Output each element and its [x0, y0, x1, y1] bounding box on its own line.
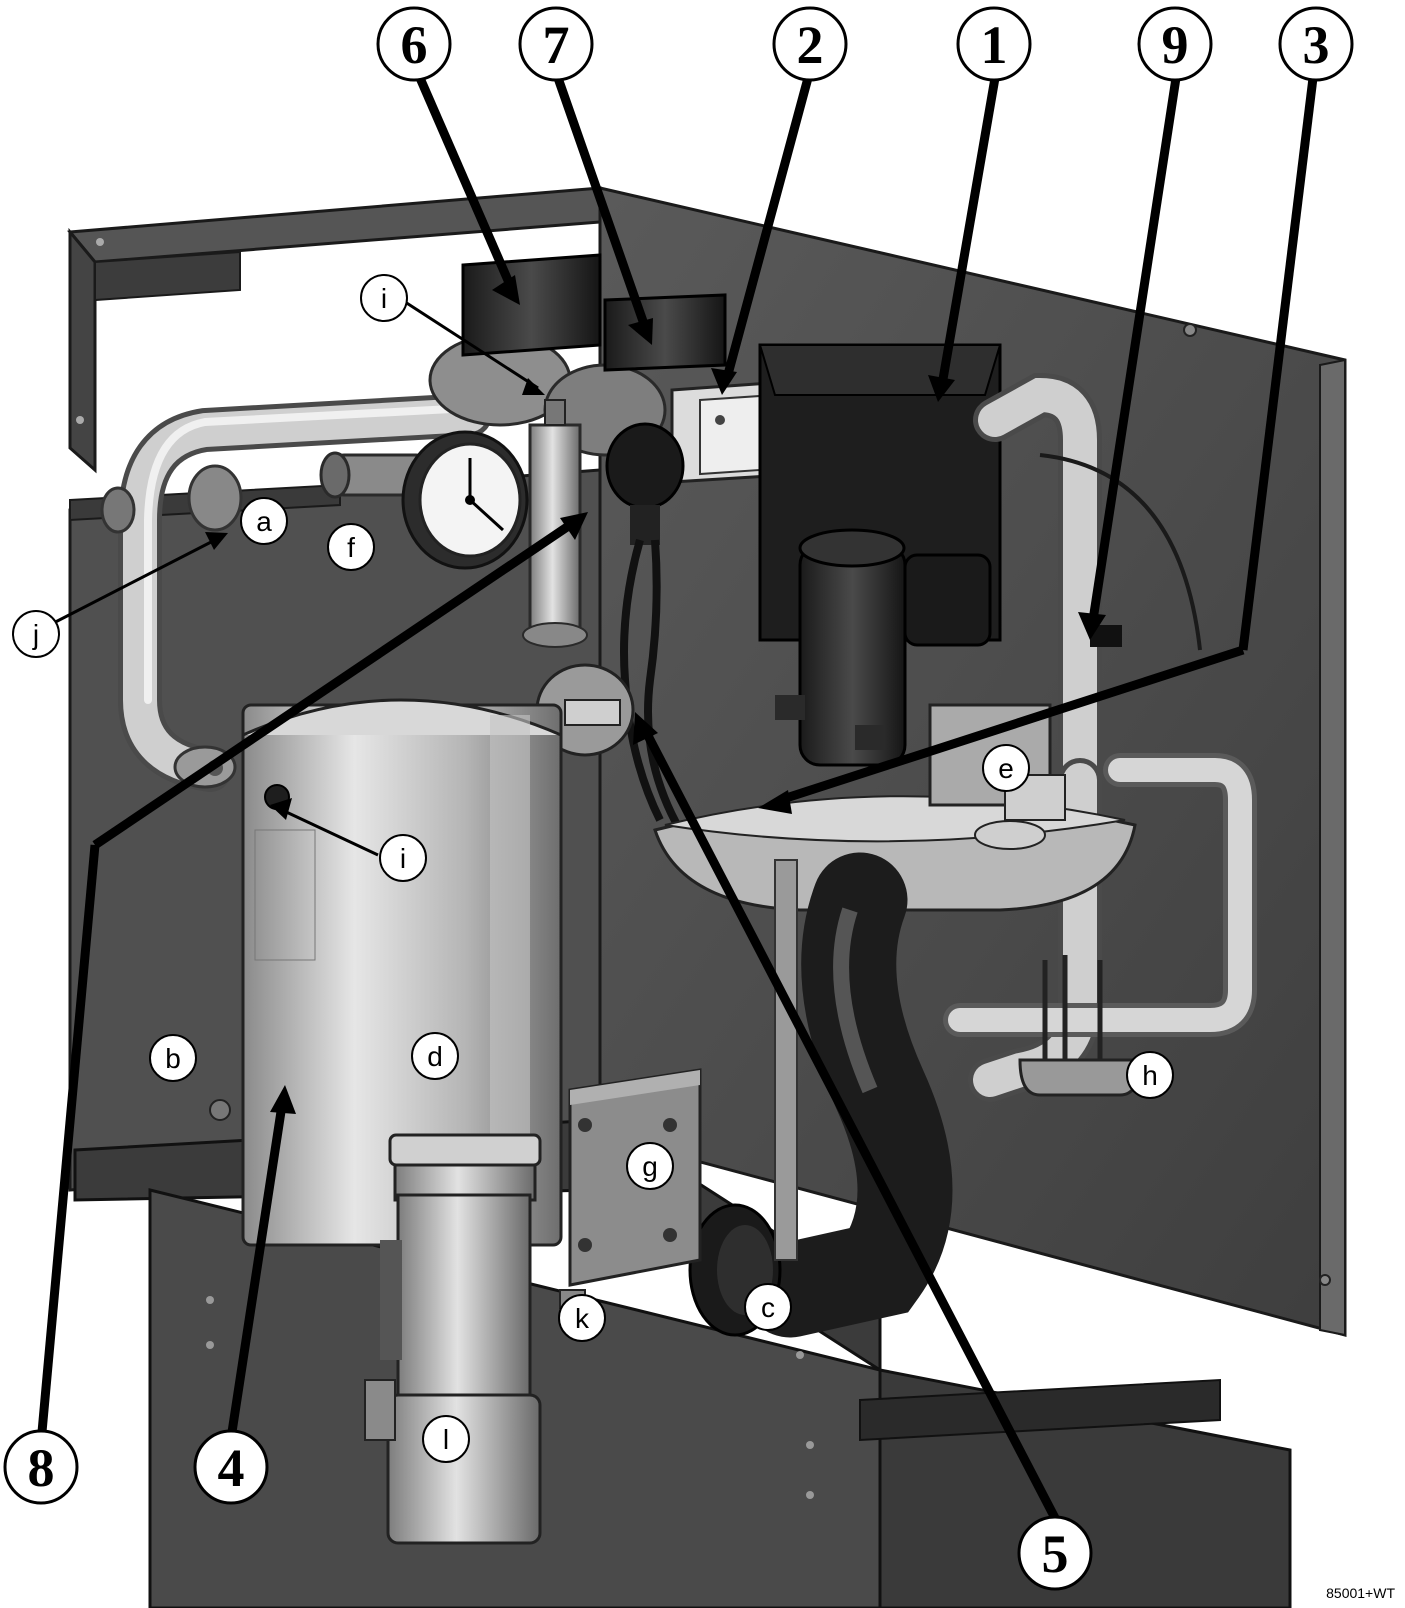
flue-duct — [688, 852, 953, 1338]
arrow-7 — [628, 318, 653, 345]
label-g: g — [626, 1142, 674, 1190]
leader-3b — [778, 645, 1245, 805]
leader-3 — [1238, 77, 1318, 651]
return-loop-pipe — [943, 753, 1257, 1037]
leader-1 — [937, 77, 1000, 386]
arrow-i-mid — [270, 798, 292, 820]
blower-motor — [798, 528, 992, 767]
control-box-6 — [461, 253, 602, 357]
label-i-top-text: i — [381, 283, 387, 314]
callout-8: 8 — [3, 1429, 79, 1505]
arrow-1 — [928, 375, 955, 402]
label-j-text: j — [32, 619, 39, 650]
sensor-puck — [605, 422, 685, 832]
callout-1-text: 1 — [981, 15, 1008, 75]
label-j: j — [12, 610, 60, 658]
label-k-text: k — [575, 1303, 590, 1334]
arrow-i-top — [522, 378, 545, 395]
leader-8b — [92, 521, 573, 849]
callout-5: 5 — [1017, 1515, 1093, 1591]
callout-3: 3 — [1278, 6, 1354, 82]
label-c-text: c — [761, 1292, 775, 1323]
label-i-mid-text: i — [400, 843, 406, 874]
callout-5-text: 5 — [1042, 1524, 1069, 1584]
label-b: b — [149, 1034, 197, 1082]
label-c: c — [744, 1283, 792, 1331]
heat-exchanger-cylinder — [209, 698, 563, 1247]
arrowheads — [205, 275, 1106, 1114]
label-g-text: g — [642, 1151, 658, 1182]
callout-7-text: 7 — [543, 15, 570, 75]
label-e-text: e — [998, 753, 1014, 784]
arrow-2 — [711, 368, 737, 395]
callout-3-text: 3 — [1303, 15, 1330, 75]
leader-9 — [1088, 77, 1181, 621]
arrow-9 — [1078, 612, 1106, 640]
callout-8-text: 8 — [28, 1438, 55, 1498]
callout-4: 4 — [193, 1429, 269, 1505]
callout-2-text: 2 — [797, 15, 824, 75]
top-rail — [67, 186, 602, 474]
arrow-5 — [633, 712, 658, 745]
leader-5 — [641, 727, 1059, 1521]
leader-4 — [227, 1104, 287, 1433]
arrow-j — [205, 532, 228, 550]
label-k: k — [558, 1294, 606, 1342]
callout-6-text: 6 — [401, 15, 428, 75]
label-d: d — [411, 1032, 459, 1080]
label-l-text: l — [443, 1424, 449, 1455]
callout-9: 9 — [1137, 6, 1213, 82]
callout-9-text: 9 — [1162, 15, 1189, 75]
label-i-mid: i — [379, 834, 427, 882]
leader-i-top — [401, 298, 539, 390]
callout-6: 6 — [376, 6, 452, 82]
relay-2 — [670, 380, 787, 484]
label-a: a — [240, 497, 288, 545]
control-box-7 — [603, 293, 727, 372]
leader-8a — [37, 844, 100, 1433]
label-e: e — [982, 744, 1030, 792]
arrow-6 — [492, 275, 520, 305]
leader-j — [35, 538, 216, 634]
leader-lines — [35, 76, 1318, 1521]
leader-2 — [722, 76, 813, 380]
label-h-text: h — [1142, 1060, 1158, 1091]
label-a-text: a — [256, 506, 272, 537]
leader-6 — [415, 76, 515, 287]
label-h: h — [1126, 1051, 1174, 1099]
label-d-text: d — [427, 1041, 443, 1072]
pressure-gauge — [401, 430, 529, 570]
manifold-block-h — [1018, 955, 1142, 1097]
callout-2: 2 — [772, 6, 848, 82]
arrow-3 — [758, 790, 792, 814]
label-f-text: f — [347, 532, 355, 563]
leader-7 — [553, 76, 650, 329]
callout-4-text: 4 — [218, 1438, 245, 1498]
callout-7: 7 — [518, 6, 594, 82]
label-f: f — [327, 523, 375, 571]
leader-i-mid — [281, 808, 379, 857]
vertical-rod — [774, 859, 798, 1261]
label-i-top: i — [360, 274, 408, 322]
manifold — [319, 333, 667, 648]
arrow-8 — [560, 512, 588, 540]
label-l: l — [422, 1415, 470, 1463]
label-b-text: b — [165, 1043, 181, 1074]
loop-pipe-left — [100, 393, 492, 792]
arrow-4 — [270, 1085, 296, 1114]
figure-code: 85001+WT — [1326, 1585, 1395, 1601]
callout-1: 1 — [956, 6, 1032, 82]
